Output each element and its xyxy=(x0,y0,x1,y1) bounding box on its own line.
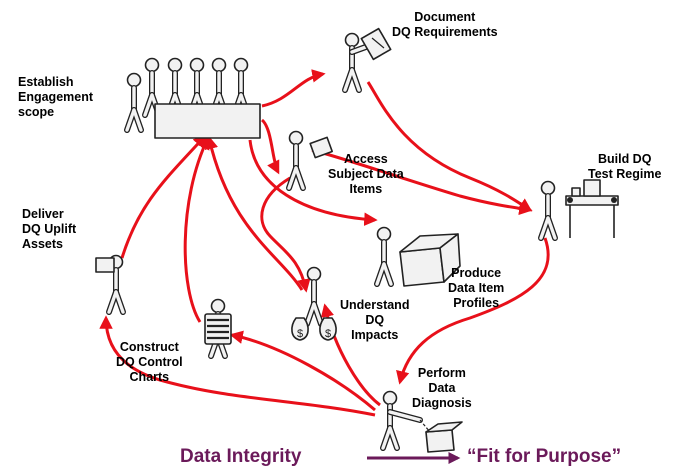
arrow-perform-to-construct xyxy=(229,330,376,412)
label-establish-engagement-scope: Establish Engagement scope xyxy=(18,75,94,119)
arrow-perform-to-deliver xyxy=(99,315,376,417)
data-diagnosis-icon xyxy=(383,392,463,453)
label-construct-dq-control-charts: Construct DQ Control Charts xyxy=(116,340,183,384)
label-perform-data-diagnosis: Perform Data Diagnosis xyxy=(412,366,472,410)
understand-impacts-icon: $ $ xyxy=(291,268,337,341)
arrow-construct-to-establish xyxy=(183,135,210,323)
arrow-establish-to-produce xyxy=(248,139,378,227)
control-charts-icon xyxy=(204,300,232,357)
left-money-bag-icon: $ xyxy=(297,328,303,340)
arrow-establish-to-document xyxy=(261,69,326,108)
engagement-meeting-icon xyxy=(127,59,261,139)
flow-arrows xyxy=(99,69,550,417)
label-access-subject-data-items: Access Subject Data Items xyxy=(328,152,404,196)
arrow-deliver-to-establish xyxy=(120,133,207,259)
arrow-access-to-build xyxy=(311,148,533,216)
label-understand-dq-impacts: Understand DQ Impacts xyxy=(340,298,410,342)
label-document-dq-requirements: Document DQ Requirements xyxy=(392,10,498,39)
arrow-understand-to-establish xyxy=(204,135,304,291)
access-data-icon xyxy=(289,132,333,189)
label-build-dq-test-regime: Build DQ Test Regime xyxy=(588,152,662,181)
arrow-build-to-perform xyxy=(396,237,550,385)
right-money-bag-icon: $ xyxy=(325,328,331,340)
footer-fit-for-purpose: “Fit for Purpose” xyxy=(467,446,622,467)
label-produce-data-item-profiles: Produce Data Item Profiles xyxy=(448,266,505,310)
label-deliver-dq-uplift-assets: Deliver DQ Uplift Assets xyxy=(22,207,77,251)
test-regime-icon xyxy=(541,180,619,238)
arrow-document-to-build xyxy=(366,81,533,212)
arrow-establish-to-access xyxy=(260,118,280,175)
arrow-access-to-understand xyxy=(260,176,311,293)
deliver-assets-icon xyxy=(95,256,123,313)
footer-data-integrity: Data Integrity xyxy=(180,446,302,467)
document-requirements-icon xyxy=(345,27,392,90)
produce-profiles-icon xyxy=(377,228,461,287)
